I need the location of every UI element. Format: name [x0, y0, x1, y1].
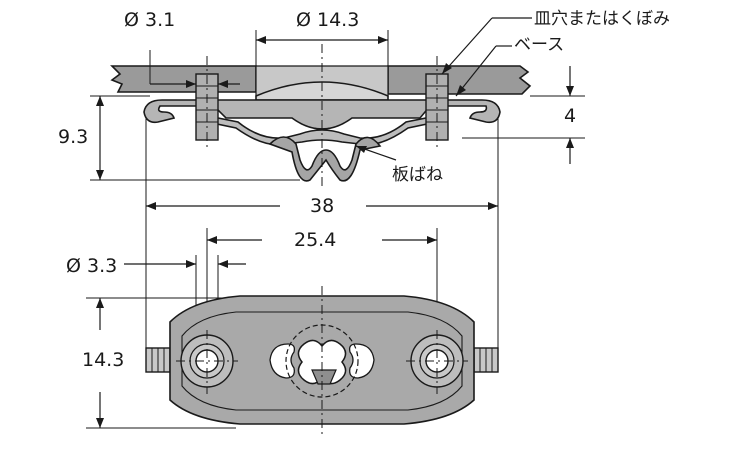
dim-label-top-opening: Ø 14.3	[296, 9, 359, 31]
dim-top-opening: Ø 14.3	[255, 9, 389, 66]
panel-left	[110, 65, 257, 93]
label-leaf-spring: 板ばね	[392, 165, 443, 185]
label-base: ベース	[514, 35, 564, 55]
label-countersunk: 皿穴またはくぼみ	[534, 9, 670, 29]
dim-height-total: 9.3	[58, 95, 300, 181]
spring-lobes	[268, 136, 382, 182]
label-base-group: ベース	[455, 35, 564, 97]
dim-label-base-thickness: 4	[564, 105, 576, 127]
dim-label-hole-pitch: 25.4	[294, 229, 336, 251]
side-view	[110, 44, 532, 186]
plan-spring-outline	[181, 311, 463, 411]
receptacle-lobe-right	[348, 343, 375, 379]
dim-label-hole-mount: Ø 3.3	[66, 255, 117, 277]
panel-right	[387, 65, 532, 95]
dim-label-body-width: 14.3	[82, 349, 124, 371]
dim-label-height-total: 9.3	[58, 126, 88, 148]
plan-view	[145, 286, 499, 436]
label-countersunk-group: 皿穴またはくぼみ	[441, 9, 670, 75]
dim-hole-countersunk: Ø 3.1	[124, 9, 240, 88]
dim-base-thickness: 4	[462, 66, 585, 164]
label-leaf-spring-group: 板ばね	[355, 145, 443, 185]
dim-hole-pitch: 25.4	[206, 228, 438, 340]
dim-label-hole-countersunk: Ø 3.1	[124, 9, 175, 31]
receptacle-tab	[311, 369, 337, 385]
receptacle-lobe-left	[269, 343, 296, 379]
dim-overall-length: 38	[145, 118, 499, 360]
dim-label-overall-length: 38	[310, 195, 334, 217]
dim-body-width: 14.3	[82, 297, 236, 429]
